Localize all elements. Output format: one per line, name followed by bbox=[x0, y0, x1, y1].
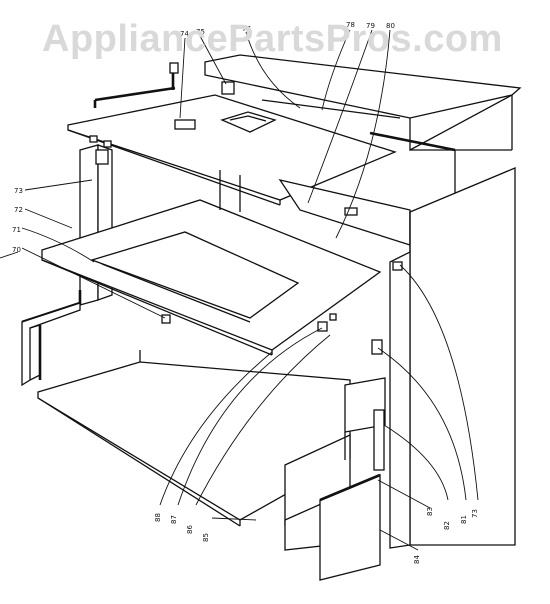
callout-72: 72 bbox=[14, 206, 23, 214]
right-side-panel bbox=[371, 167, 516, 549]
callout-88: 88 bbox=[154, 513, 162, 522]
callout-labels: 70 71 72 73 74 75 77 78 79 80 73 81 82 8… bbox=[12, 21, 479, 564]
top-panel bbox=[67, 62, 397, 206]
callout-80: 80 bbox=[386, 22, 395, 30]
rear-cabinet-top bbox=[204, 54, 522, 152]
callout-83: 83 bbox=[426, 507, 434, 516]
back-wall bbox=[93, 86, 456, 195]
callout-78: 78 bbox=[346, 21, 355, 29]
callout-82: 82 bbox=[443, 521, 451, 530]
callout-86: 86 bbox=[186, 525, 194, 534]
callout-81: 81 bbox=[460, 515, 468, 524]
callout-75: 75 bbox=[196, 28, 205, 36]
callout-85: 85 bbox=[202, 533, 210, 542]
front-lower-panels bbox=[284, 377, 386, 581]
callout-79: 79 bbox=[366, 22, 375, 30]
callout-74: 74 bbox=[180, 30, 189, 38]
callout-71: 71 bbox=[12, 226, 21, 234]
callout-73: 73 bbox=[471, 509, 479, 518]
callout-73: 73 bbox=[14, 187, 23, 195]
middle-shelf bbox=[41, 170, 411, 356]
callout-87: 87 bbox=[170, 515, 178, 524]
callout-84: 84 bbox=[413, 555, 421, 564]
callout-77: 77 bbox=[242, 25, 251, 33]
callout-70: 70 bbox=[12, 246, 21, 254]
leader-lines bbox=[0, 29, 479, 551]
